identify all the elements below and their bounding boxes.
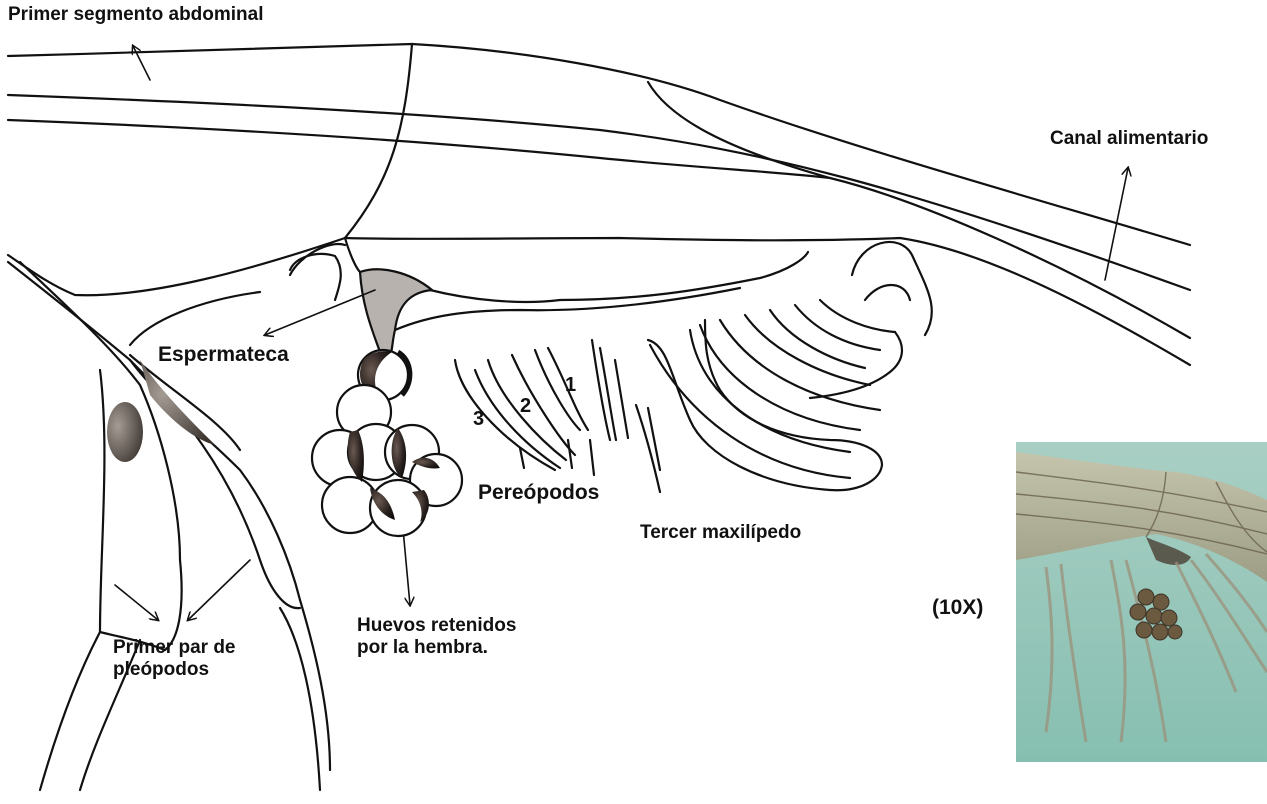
label-pleopodos-line2: pleópodos <box>113 659 236 681</box>
pereopod-number-1: 1 <box>565 374 576 397</box>
label-espermateca: Espermateca <box>158 343 289 367</box>
label-tercer-maxilipedo: Tercer maxilípedo <box>640 522 801 544</box>
pleopod-dark-spot <box>107 402 143 462</box>
label-pereopodos: Pereópodos <box>478 481 599 505</box>
label-huevos: Huevos retenidos por la hembra. <box>357 615 516 659</box>
label-pleopodos: Primer par de pleópodos <box>113 637 236 681</box>
label-huevos-line1: Huevos retenidos <box>357 615 516 637</box>
pereopod-number-3: 3 <box>473 408 484 431</box>
third-maxilliped <box>636 300 902 492</box>
micrograph-photo <box>1016 442 1267 762</box>
body-outline <box>8 44 1190 365</box>
label-magnification: (10X) <box>932 596 983 620</box>
pleopods <box>8 254 341 790</box>
label-huevos-line2: por la hembra. <box>357 637 516 659</box>
eggs-cluster <box>312 350 462 536</box>
spermatheca <box>360 269 432 354</box>
pereopod-number-2: 2 <box>520 395 531 418</box>
micrograph-image <box>1016 442 1267 762</box>
label-canal-alimentario: Canal alimentario <box>1050 128 1208 150</box>
label-pleopodos-line1: Primer par de <box>113 637 236 659</box>
label-primer-segmento: Primer segmento abdominal <box>8 4 264 26</box>
